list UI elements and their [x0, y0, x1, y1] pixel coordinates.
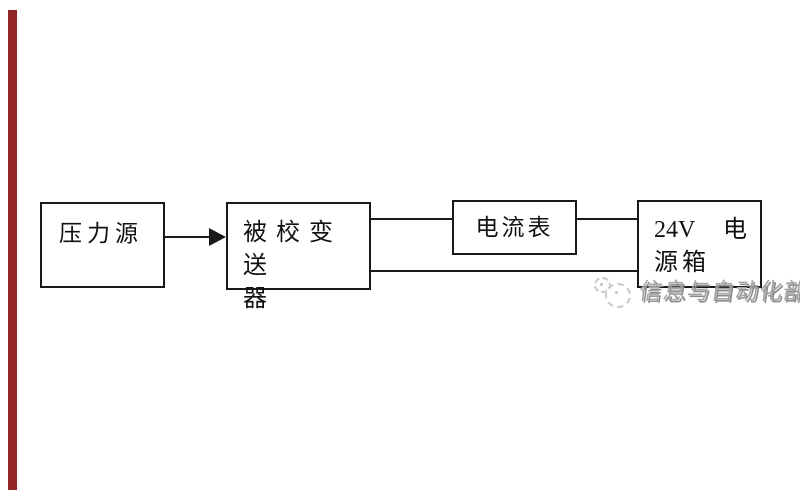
arrow-shaft-pressure-to-transmitter: [164, 236, 210, 238]
watermark: 信息与自动化部: [588, 274, 800, 312]
wire-transmitter-to-ammeter: [371, 218, 452, 220]
node-ammeter-label: 电流表: [475, 215, 554, 240]
node-pressure-source: 压力源: [40, 202, 165, 288]
node-transmitter-under-test: 被校变送 器: [226, 202, 371, 312]
wire-ammeter-to-power-box: [577, 218, 637, 220]
node-ammeter: 电流表: [452, 200, 577, 255]
left-accent-bar: [8, 10, 17, 490]
node-power-box-label-dian: 电: [723, 217, 747, 243]
node-pressure-source-label: 压力源: [59, 221, 143, 246]
node-power-box: 24V 电 源箱: [637, 200, 762, 288]
watermark-logo-dot: [615, 291, 618, 294]
wire-transmitter-to-power-box: [371, 270, 637, 272]
arrow-head-icon: [209, 228, 226, 246]
node-transmitter-label-line2: 器: [243, 286, 269, 312]
watermark-text: 信息与自动化部: [637, 279, 800, 304]
watermark-logo-icon: [605, 283, 631, 308]
node-power-box-label-line1: 24V 电: [654, 214, 747, 247]
watermark-logo-dot: [600, 283, 603, 286]
node-power-box-label-24v: 24V: [654, 217, 696, 243]
node-transmitter-label-line1: 被校变送: [243, 220, 342, 279]
node-power-box-label-line2: 源箱: [654, 250, 710, 276]
